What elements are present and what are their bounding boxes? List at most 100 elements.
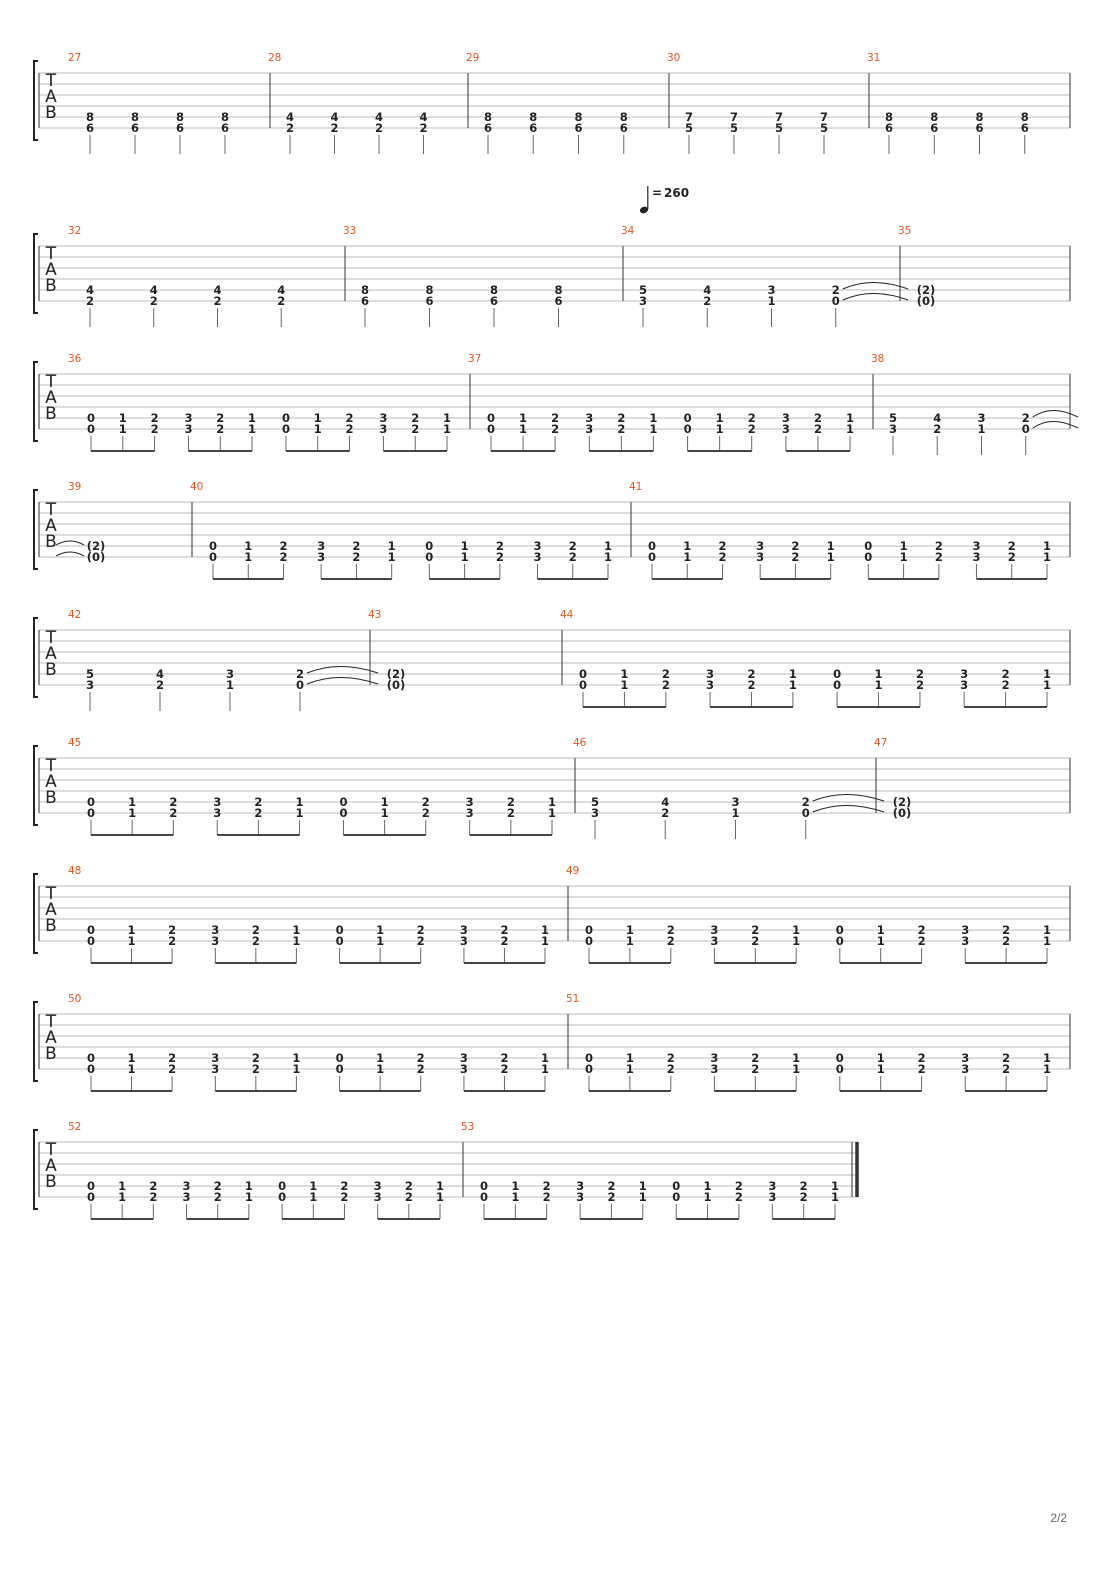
fret-number: 3: [379, 411, 387, 425]
fret-number: 6: [425, 294, 433, 308]
fret-number: 8: [176, 110, 184, 124]
tab-clef-letter: B: [45, 1172, 57, 1192]
fret-number: 1: [388, 539, 396, 553]
fret-number: 2: [791, 539, 799, 553]
fret-number: 2: [814, 411, 822, 425]
fret-number: 2: [254, 806, 262, 820]
fret-number: 2: [814, 422, 822, 436]
fret-number: 2: [151, 411, 159, 425]
fret-number: 1: [128, 1051, 136, 1065]
fret-number: 1: [548, 806, 556, 820]
measure-number: 40: [190, 481, 203, 493]
fret-number: 3: [977, 411, 985, 425]
tab-clef-letter: A: [45, 87, 57, 107]
fret-number: 5: [889, 411, 897, 425]
quarter-note-icon: [639, 206, 649, 214]
tie-arc: [842, 282, 909, 290]
fret-number: 1: [875, 678, 883, 692]
fret-number: 1: [519, 422, 527, 436]
fret-number: 1: [639, 1179, 647, 1193]
fret-number: 3: [731, 795, 739, 809]
fret-number: 0: [425, 550, 433, 564]
tab-clef-letter: A: [45, 772, 57, 792]
fret-number: 4: [150, 283, 158, 297]
fret-number: 2: [252, 923, 260, 937]
fret-number: 3: [710, 1051, 718, 1065]
measure-number: 37: [468, 353, 481, 365]
fret-number: 4: [933, 411, 941, 425]
fret-number: 1: [128, 923, 136, 937]
fret-number: 1: [292, 934, 300, 948]
fret-number: 0: [336, 1051, 344, 1065]
measure-number: 47: [874, 737, 887, 749]
fret-number: 1: [1043, 923, 1051, 937]
fret-number: 1: [649, 411, 657, 425]
fret-number: 0: [336, 934, 344, 948]
system-bracket: [33, 1129, 38, 1210]
fret-number: 6: [930, 121, 938, 135]
fret-number: 0: [425, 539, 433, 553]
fret-number: 0: [87, 1179, 95, 1193]
fret-number: 0: [209, 550, 217, 564]
fret-number: 4: [286, 110, 294, 124]
fret-number: 4: [375, 110, 383, 124]
tab-clef-letter: A: [45, 260, 57, 280]
measure-number: 46: [573, 737, 587, 749]
fret-number: 6: [574, 121, 582, 135]
fret-number: 2: [496, 550, 504, 564]
fret-number: 1: [877, 934, 885, 948]
tab-clef-letter: A: [45, 644, 57, 664]
measure-number: 49: [566, 865, 579, 877]
tab-clef-letter: B: [45, 788, 57, 808]
fret-number: 0: [585, 1051, 593, 1065]
fret-number: 0: [87, 806, 95, 820]
fret-number: 2: [411, 422, 419, 436]
tie-arc: [306, 666, 379, 674]
fret-number: 8: [930, 110, 938, 124]
fret-number: 6: [484, 121, 492, 135]
fret-number: 3: [889, 422, 897, 436]
fret-number: 2: [791, 550, 799, 564]
fret-number: 1: [704, 1190, 712, 1204]
fret-number: 1: [626, 1062, 634, 1076]
fret-number: 2: [496, 539, 504, 553]
fret-number: 1: [541, 1062, 549, 1076]
fret-number: 2: [168, 1062, 176, 1076]
fret-number: 1: [128, 934, 136, 948]
fret-number: 8: [554, 283, 562, 297]
fret-number: 2: [569, 550, 577, 564]
fret-number: 7: [775, 110, 783, 124]
system-bracket: [33, 489, 38, 570]
fret-number: 3: [782, 411, 790, 425]
system-bracket: [33, 745, 38, 826]
fret-number: 2: [280, 550, 288, 564]
fret-number: 2: [296, 667, 304, 681]
fret-number: 1: [519, 411, 527, 425]
fret-number: 1: [626, 934, 634, 948]
fret-number: 2: [703, 294, 711, 308]
fret-number: 2: [375, 121, 383, 135]
fret-number: 2: [607, 1179, 615, 1193]
fret-number: 0: [339, 795, 347, 809]
fret-number: 5: [730, 121, 738, 135]
fret-number: 0: [336, 923, 344, 937]
fret-number: 2: [169, 795, 177, 809]
fret-number: 2: [1002, 923, 1010, 937]
fret-number: 2: [1008, 539, 1016, 553]
tied-fret-number: (2): [893, 795, 912, 809]
tab-clef-letter: B: [45, 532, 57, 552]
fret-number: 3: [226, 667, 234, 681]
fret-number: 0: [87, 422, 95, 436]
fret-number: 2: [216, 411, 224, 425]
tab-clef-letter: T: [45, 71, 57, 91]
fret-number: 0: [836, 1062, 844, 1076]
fret-number: 0: [672, 1179, 680, 1193]
tie-arc: [55, 551, 85, 557]
fret-number: 3: [379, 422, 387, 436]
fret-number: 2: [735, 1179, 743, 1193]
fret-number: 2: [916, 678, 924, 692]
fret-number: 6: [86, 121, 94, 135]
fret-number: 2: [916, 667, 924, 681]
fret-number: 2: [500, 934, 508, 948]
fret-number: 1: [541, 934, 549, 948]
